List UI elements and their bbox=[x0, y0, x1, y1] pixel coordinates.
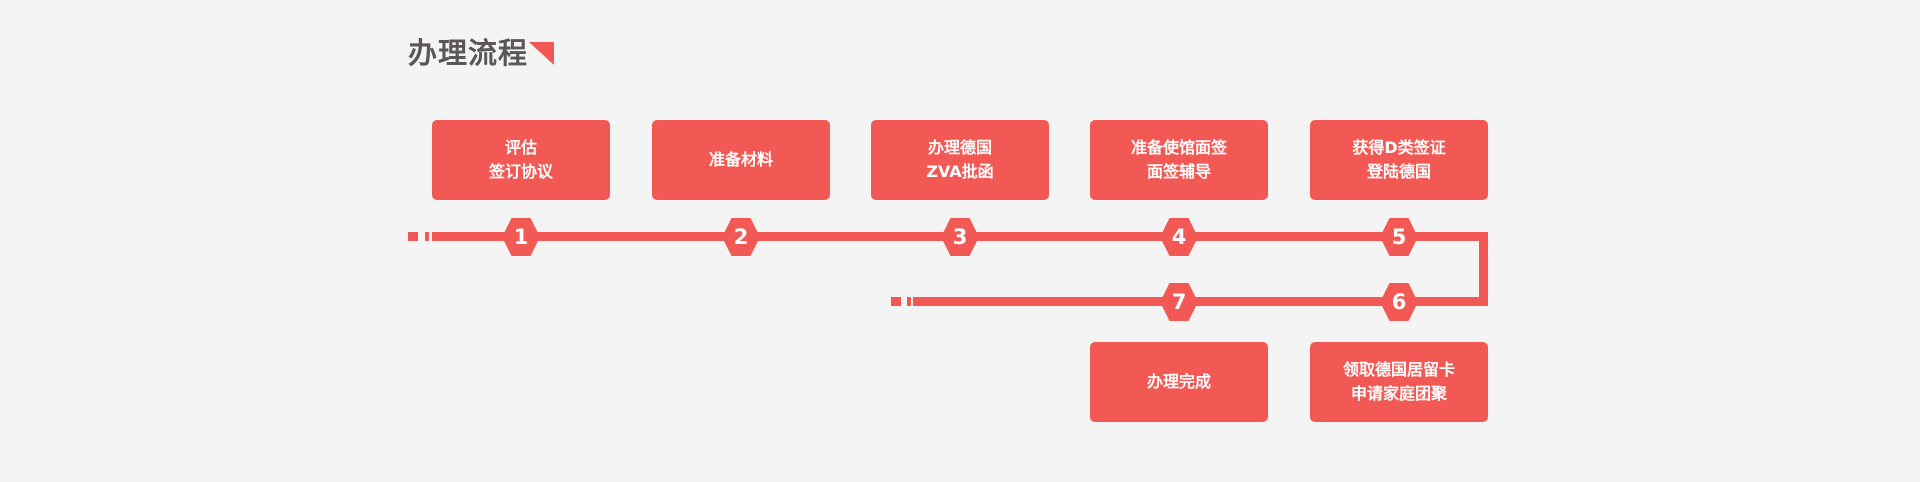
step-number: 4 bbox=[1171, 225, 1187, 249]
step-badge-1: 1 bbox=[502, 218, 540, 256]
step-box-line: 申请家庭团聚 bbox=[1350, 384, 1447, 403]
step-box-line: 准备材料 bbox=[708, 150, 773, 169]
step-number: 3 bbox=[952, 225, 968, 249]
timeline-row1-start-dash bbox=[408, 232, 418, 241]
step-box-7: 办理完成 bbox=[1090, 342, 1268, 422]
step-badge-5: 5 bbox=[1380, 218, 1418, 256]
timeline-row1-small-dash bbox=[425, 232, 429, 241]
step-badge-6: 6 bbox=[1380, 283, 1418, 321]
step-box-6: 领取德国居留卡 申请家庭团聚 bbox=[1310, 342, 1488, 422]
step-box-5: 获得D类签证 登陆德国 bbox=[1310, 120, 1488, 200]
step-badge-7: 7 bbox=[1160, 283, 1198, 321]
step-number: 1 bbox=[513, 225, 529, 249]
step-box-1: 评估 签订协议 bbox=[432, 120, 610, 200]
step-box-line: 获得D类签证 bbox=[1352, 138, 1446, 157]
step-box-3: 办理德国 ZVA批函 bbox=[871, 120, 1049, 200]
timeline-corner-connector bbox=[1479, 232, 1488, 306]
timeline-row2-line bbox=[913, 297, 1488, 306]
timeline-row2-start-dash bbox=[891, 297, 901, 306]
step-badge-3: 3 bbox=[941, 218, 979, 256]
step-badge-2: 2 bbox=[722, 218, 760, 256]
timeline-row2-small-dash bbox=[907, 297, 911, 306]
step-box-line: 领取德国居留卡 bbox=[1342, 360, 1455, 379]
section-title: 办理流程 bbox=[408, 36, 529, 70]
step-box-line: 办理完成 bbox=[1146, 372, 1211, 391]
step-box-4: 准备使馆面签 面签辅导 bbox=[1090, 120, 1268, 200]
step-number: 2 bbox=[733, 225, 749, 249]
step-box-line: 准备使馆面签 bbox=[1130, 138, 1227, 157]
step-number: 6 bbox=[1391, 290, 1407, 314]
title-corner-triangle-icon bbox=[529, 42, 554, 65]
step-box-line: 签订协议 bbox=[488, 162, 553, 181]
step-number: 7 bbox=[1171, 290, 1187, 314]
step-box-line: 登陆德国 bbox=[1366, 162, 1431, 181]
step-box-line: 评估 bbox=[504, 138, 537, 157]
step-box-line: 办理德国 bbox=[927, 138, 992, 157]
step-box-2: 准备材料 bbox=[652, 120, 830, 200]
step-number: 5 bbox=[1391, 225, 1407, 249]
step-box-line: ZVA批函 bbox=[926, 162, 994, 181]
step-box-line: 面签辅导 bbox=[1146, 162, 1211, 181]
step-badge-4: 4 bbox=[1160, 218, 1198, 256]
